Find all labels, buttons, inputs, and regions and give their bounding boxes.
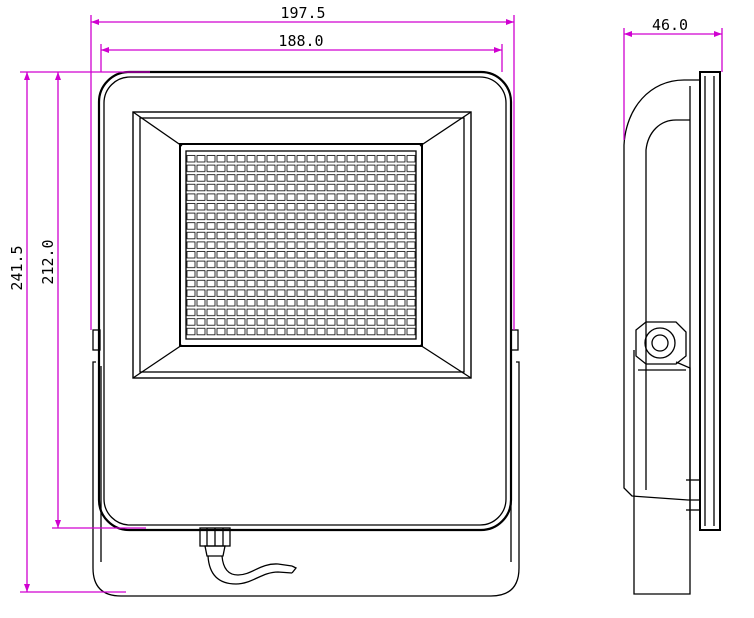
- bezel-corner-bl: [132, 344, 183, 379]
- side-housing-inner: [645, 119, 690, 490]
- side-front-plate: [699, 71, 721, 531]
- dim-body-height-label: 212.0: [39, 239, 57, 284]
- arrow-overall-height-bottom: [24, 584, 30, 592]
- arrow-depth-right: [714, 31, 722, 37]
- led-array: [186, 154, 416, 336]
- led-window-frame: [179, 143, 423, 347]
- power-cable: [207, 555, 293, 585]
- arrow-body-height-bottom: [55, 520, 61, 528]
- side-bracket-arm: [633, 350, 691, 595]
- power-cable-end: [291, 565, 298, 574]
- bezel-inner: [139, 117, 465, 373]
- bezel-corner-br: [419, 344, 472, 379]
- dimension-arrows: [24, 19, 722, 592]
- dimension-lines: [20, 15, 723, 593]
- side-housing-profile: [623, 79, 700, 501]
- pivot-knob-outer: [644, 327, 676, 359]
- side-view: [623, 71, 721, 595]
- arrow-depth-left: [624, 31, 632, 37]
- dim-overall-height-label: 241.5: [8, 245, 26, 290]
- arrow-body-height-top: [55, 72, 61, 80]
- arrow-overall-width-right: [506, 19, 514, 25]
- housing-outer: [97, 70, 513, 532]
- bezel-outer: [132, 111, 472, 379]
- housing-inner: [103, 76, 507, 526]
- pivot-knob-inner: [651, 334, 669, 352]
- arrow-overall-width-left: [91, 19, 99, 25]
- bezel-corner-tl: [132, 111, 183, 147]
- arrow-inner-width-right: [494, 47, 502, 53]
- dim-overall-width-label: 197.5: [280, 4, 325, 22]
- arrow-inner-width-left: [101, 47, 109, 53]
- pivot-knob-housing: [635, 321, 687, 365]
- dim-depth-label: 46.0: [652, 16, 688, 34]
- dim-inner-width-label: 188.0: [278, 32, 323, 50]
- front-view: [92, 70, 520, 597]
- mounting-bracket: [92, 361, 520, 597]
- bezel-corner-tr: [419, 111, 472, 147]
- cable-gland-nose: [204, 545, 226, 557]
- arrow-overall-height-top: [24, 72, 30, 80]
